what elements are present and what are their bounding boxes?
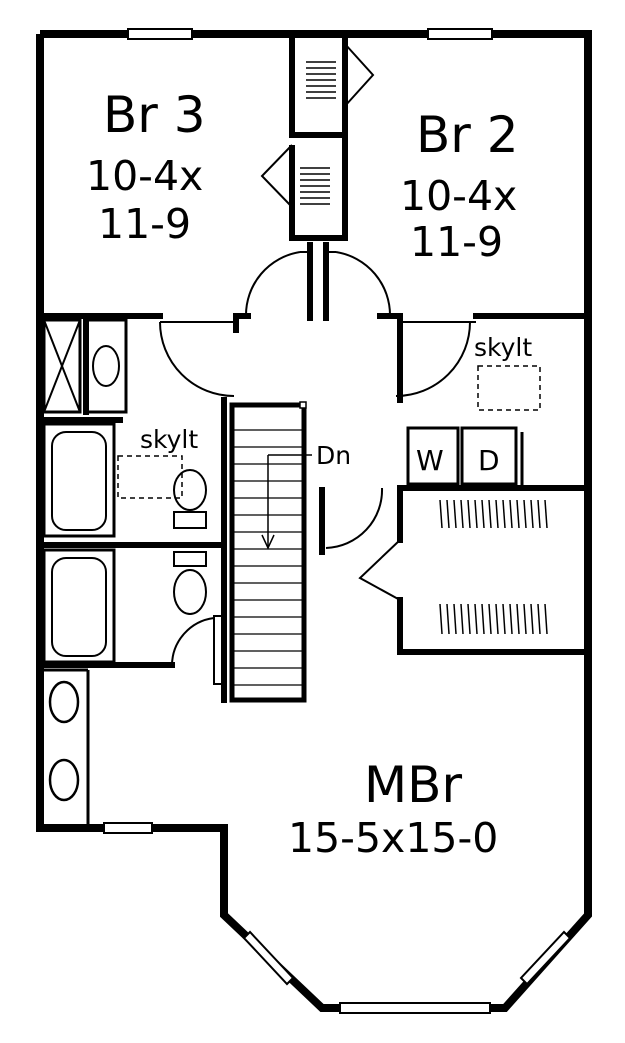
closet-rod-mark <box>467 603 471 635</box>
closet-rod-mark <box>509 499 513 529</box>
toilet-1 <box>173 469 207 529</box>
washer-dryer <box>406 426 524 486</box>
br3-width: 10-4x <box>86 152 203 200</box>
closet-rod-mark <box>439 603 443 635</box>
toilet-2 <box>173 551 207 615</box>
door-swings <box>159 43 476 685</box>
closet-rod-mark <box>495 603 499 635</box>
closet-rod-mark <box>523 603 527 635</box>
skylight-label-laundry: skylt <box>474 333 532 362</box>
staircase <box>229 401 312 703</box>
closet-rod-mark <box>488 499 492 529</box>
closet-rod-mark <box>453 603 457 635</box>
closet-hanging-rods <box>300 61 336 205</box>
closet-rod-mark <box>439 499 443 529</box>
closet-rod-mark <box>474 499 478 529</box>
closet-rod-mark <box>544 603 548 635</box>
shower-stall <box>42 318 82 414</box>
closet-rod-mark <box>453 499 457 529</box>
closet-rod-mark <box>446 603 450 635</box>
br2-length: 11-9 <box>410 218 503 266</box>
closet-rod-mark <box>516 499 520 529</box>
closet-rod-mark <box>502 499 506 529</box>
closet-rod-mark <box>530 603 534 635</box>
closet-rod-mark <box>523 499 527 529</box>
stair-down-label: Dn <box>316 441 351 470</box>
br2-width: 10-4x <box>400 172 517 220</box>
mbr-dimensions: 15-5x15-0 <box>288 814 498 862</box>
br3-length: 11-9 <box>98 200 191 248</box>
mbr-label: MBr <box>364 756 462 814</box>
closet-rod-mark <box>474 603 478 635</box>
skylights <box>117 365 541 499</box>
closet-rod-mark <box>467 499 471 529</box>
br2-label: Br 2 <box>416 106 519 164</box>
exterior-walls <box>36 30 592 1012</box>
washer-label: W <box>416 444 444 477</box>
windows <box>103 28 572 1014</box>
closet-rod-mark <box>530 499 534 529</box>
vanity-sinks <box>48 680 80 802</box>
closet-rod-mark <box>509 603 513 635</box>
closet-rod-mark <box>481 499 485 529</box>
closet-rod-mark <box>446 499 450 529</box>
dryer-label: D <box>478 444 500 477</box>
closet-rod-mark <box>537 603 541 635</box>
closet-rod-mark <box>502 603 506 635</box>
skylight-label-bath: skylt <box>140 425 198 454</box>
bathtub-2 <box>42 548 116 664</box>
closet-rod-mark <box>537 499 541 529</box>
secondary-walls <box>40 668 90 826</box>
closet-rod-mark <box>460 603 464 635</box>
walk-in-closet-rods <box>439 499 548 635</box>
closet-rod-mark <box>481 603 485 635</box>
closet-rod-mark <box>460 499 464 529</box>
bathtub-1 <box>42 422 116 538</box>
closet-rod-mark <box>488 603 492 635</box>
closet-rod-mark <box>495 499 499 529</box>
interior-walls <box>37 37 591 703</box>
closet-rod-mark <box>516 603 520 635</box>
bath1-sink <box>84 318 128 414</box>
closet-rod-mark <box>544 499 548 529</box>
br3-label: Br 3 <box>103 86 206 144</box>
